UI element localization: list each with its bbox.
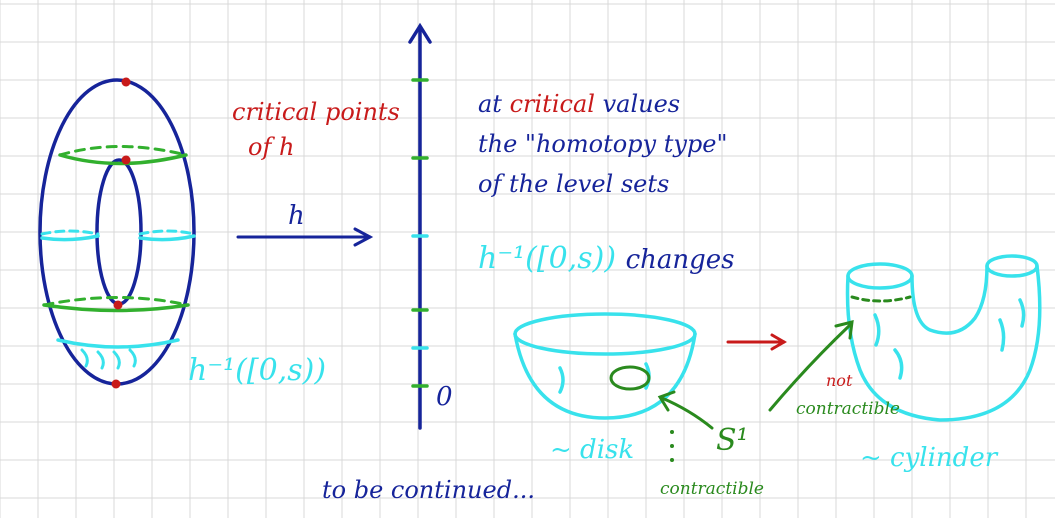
- torus-diagram: [40, 78, 194, 389]
- changes-word: changes: [626, 245, 735, 275]
- critical-point-lower: [114, 301, 123, 310]
- homotopy-type-line: the "homotopy type": [478, 130, 728, 158]
- tube-opening-left: [848, 264, 912, 288]
- not-label: not: [826, 371, 853, 390]
- circle-s1-on-cylinder: [852, 297, 910, 301]
- level-set-mid-right: [140, 236, 194, 240]
- level-set-upper-back: [60, 147, 186, 156]
- cylinder-label: ~ cylinder: [860, 443, 999, 473]
- level-sets-line: of the level sets: [478, 170, 669, 198]
- tube-hatch: [875, 300, 1024, 378]
- values-word: values: [603, 90, 681, 118]
- not-contractible-label: contractible: [796, 399, 900, 419]
- critical-word: critical: [510, 90, 595, 118]
- bowl-rim: [515, 314, 695, 354]
- preimage-formula: h⁻¹([0,s)): [478, 241, 616, 276]
- value-axis: [410, 26, 430, 428]
- preimage-changes-line: h⁻¹([0,s)) changes: [478, 241, 735, 276]
- of-h-label: of h: [248, 133, 294, 161]
- level-set-mid-left: [42, 236, 98, 240]
- critical-point-top: [122, 78, 131, 87]
- cylinder-tube: [848, 256, 1040, 420]
- critical-point-upper: [122, 156, 131, 165]
- axis-zero-label: 0: [436, 382, 453, 412]
- disk-label: ~ disk: [550, 435, 634, 465]
- preimage-left-label: h⁻¹([0,s)): [188, 353, 326, 388]
- at-word: at: [478, 90, 502, 118]
- critical-points-label: critical points: [232, 98, 400, 126]
- circle-s1-label: S¹: [716, 423, 749, 458]
- contractible-label: contractible: [660, 479, 764, 499]
- level-set-mid-left-back: [42, 231, 98, 234]
- map-label: h: [288, 201, 305, 231]
- critical-point-bottom: [112, 380, 121, 389]
- circle-s1-on-disk: [611, 367, 649, 389]
- disk-bowl: [515, 314, 695, 418]
- sublevel-hatch: [82, 350, 135, 368]
- contractible-dots: [670, 430, 674, 462]
- at-critical-values-line: at critical values: [478, 90, 680, 118]
- tube-opening-right: [987, 256, 1037, 276]
- to-be-continued: to be continued...: [322, 476, 535, 504]
- transition-arrow: [728, 335, 784, 349]
